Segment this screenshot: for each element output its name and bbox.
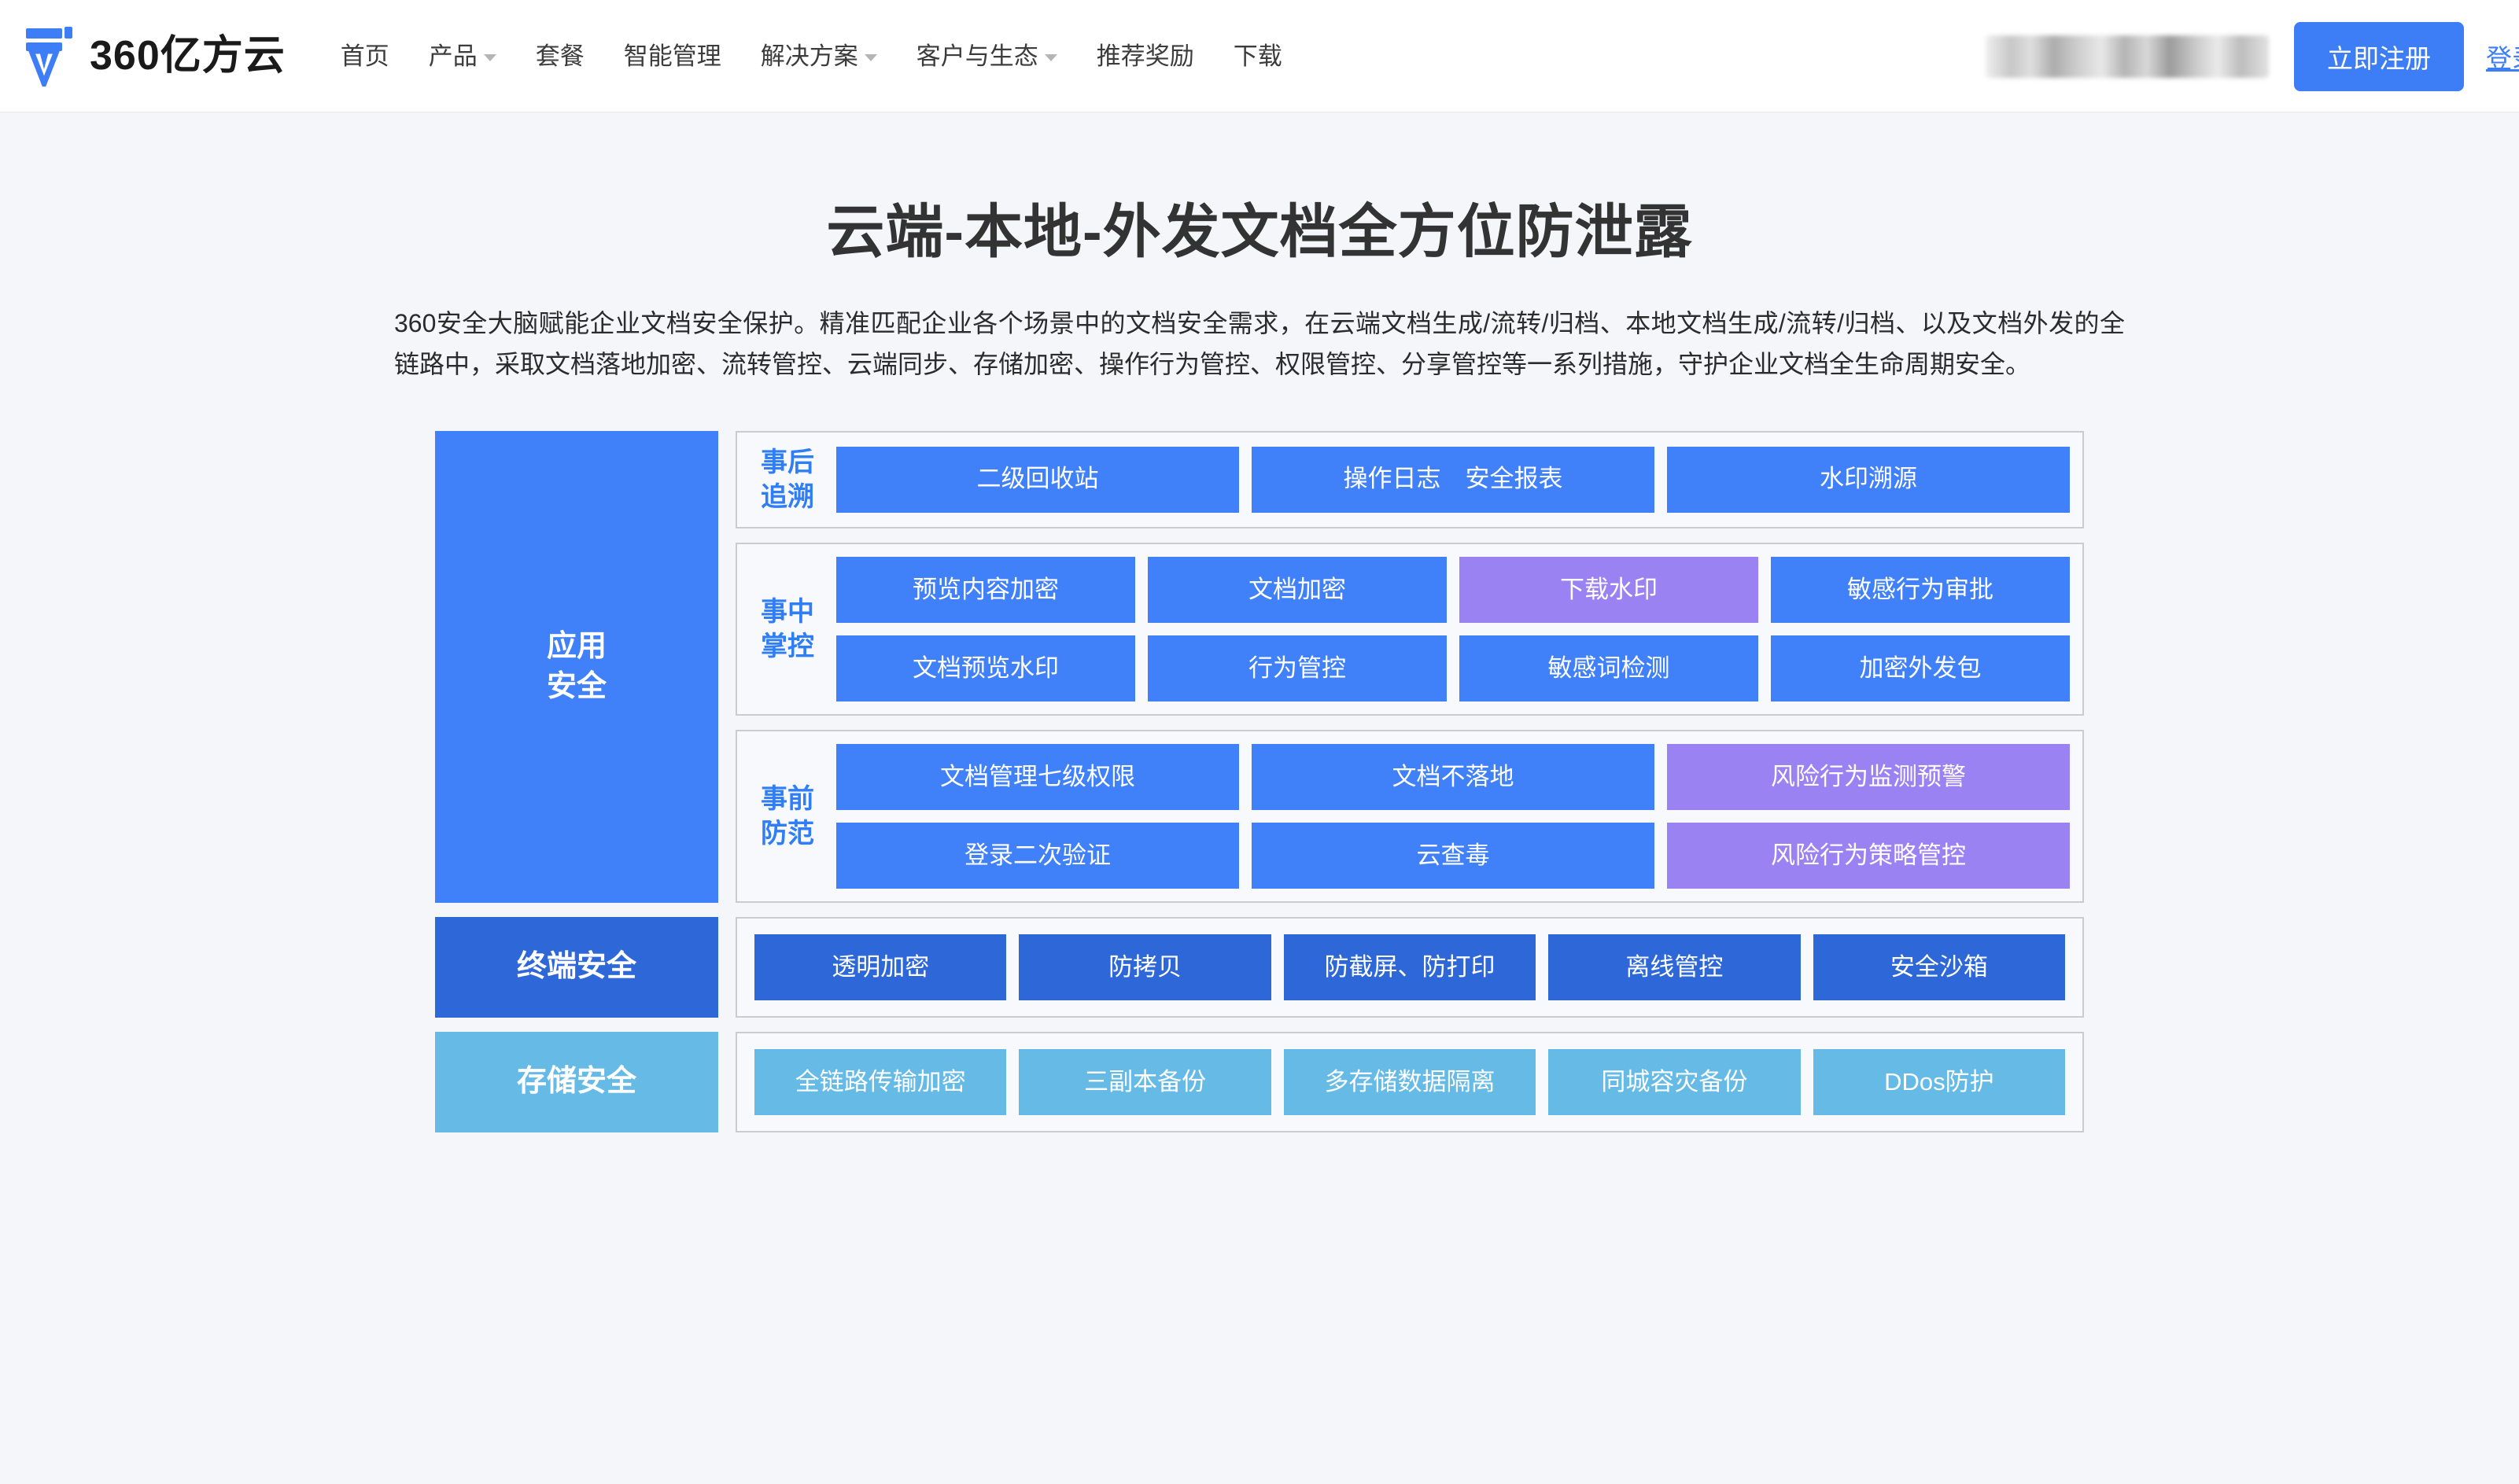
- nav-item-home[interactable]: 首页: [341, 44, 389, 68]
- chip-anti-copy[interactable]: 防拷贝: [1019, 934, 1271, 1001]
- chip-anti-screenshot-anti-print[interactable]: 防截屏、防打印: [1283, 934, 1536, 1001]
- chevron-down-icon: [483, 53, 496, 61]
- brand-logo-icon: [26, 27, 72, 87]
- side-label-application-security: 应用 安全: [435, 430, 718, 904]
- chip-document-seven-level-permission[interactable]: 文档管理七级权限: [836, 744, 1239, 811]
- phase-line2: 防范: [761, 819, 814, 849]
- phase-line1: 事前: [761, 783, 814, 814]
- panel-storage-security: 全链路传输加密 三副本备份 多存储数据隔离 同城容灾备份 DDos防护: [736, 1032, 2084, 1133]
- nav-item-products[interactable]: 产品: [429, 44, 496, 68]
- panel-pre-incident-prevention: 事前 防范 文档管理七级权限 文档不落地 风险行为监测预警 登录二次验证 云查毒…: [736, 730, 2084, 904]
- chip-download-watermark[interactable]: 下载水印: [1459, 557, 1758, 624]
- chip-multi-storage-data-isolation[interactable]: 多存储数据隔离: [1283, 1049, 1536, 1116]
- chip-secondary-recycle-bin[interactable]: 二级回收站: [836, 446, 1239, 513]
- chip-sensitive-behavior-approval[interactable]: 敏感行为审批: [1771, 557, 2070, 624]
- chip-operation-log-security-report[interactable]: 操作日志 安全报表: [1252, 446, 1654, 513]
- chip-row: 文档预览水印 行为管控 敏感词检测 加密外发包: [836, 635, 2070, 702]
- nav-item-customers-ecosystem[interactable]: 客户与生态: [917, 44, 1057, 68]
- brand-name: 360亿方云: [90, 33, 286, 79]
- side-label-storage-security: 存储安全: [435, 1032, 718, 1133]
- chip-row: 预览内容加密 文档加密 下载水印 敏感行为审批: [836, 557, 2070, 624]
- chip-full-link-transport-encryption[interactable]: 全链路传输加密: [754, 1049, 1007, 1116]
- nav-item-download[interactable]: 下载: [1234, 44, 1282, 68]
- nav-label: 推荐奖励: [1096, 42, 1194, 70]
- nav-item-packages[interactable]: 套餐: [536, 44, 585, 68]
- nav-label: 套餐: [535, 42, 585, 70]
- chip-offline-control[interactable]: 离线管控: [1548, 934, 1801, 1001]
- chip-ddos-protection[interactable]: DDos防护: [1813, 1049, 2066, 1116]
- chip-risk-behavior-policy-control[interactable]: 风险行为策略管控: [1667, 823, 2070, 889]
- redacted-account-area: [1986, 35, 2269, 78]
- side-label-terminal-security: 终端安全: [435, 917, 718, 1018]
- chip-document-preview-watermark[interactable]: 文档预览水印: [836, 635, 1135, 702]
- chip-cloud-antivirus[interactable]: 云查毒: [1252, 823, 1654, 889]
- diagram-row-application-security: 应用 安全 事后 追溯 二级回收站 操作日志 安全报表 水印溯源: [435, 430, 2084, 904]
- chip-encrypted-outbound-package[interactable]: 加密外发包: [1771, 635, 2070, 702]
- chip-row: 登录二次验证 云查毒 风险行为策略管控: [836, 823, 2070, 889]
- chip-preview-content-encryption[interactable]: 预览内容加密: [836, 557, 1135, 624]
- chip-security-sandbox[interactable]: 安全沙箱: [1813, 934, 2066, 1001]
- phase-line2: 掌控: [761, 632, 814, 662]
- nav-right-actions: 立即注册 登录: [1986, 0, 2519, 112]
- chip-document-encryption[interactable]: 文档加密: [1148, 557, 1447, 624]
- panel-terminal-security: 透明加密 防拷贝 防截屏、防打印 离线管控 安全沙箱: [736, 917, 2084, 1018]
- nav-label: 智能管理: [623, 42, 721, 70]
- nav-label: 解决方案: [760, 42, 858, 70]
- top-navbar: 360亿方云 首页 产品 套餐 智能管理 解决方案 客户与生态 推荐奖励 下载: [0, 0, 2519, 112]
- terminal-security-panels: 透明加密 防拷贝 防截屏、防打印 离线管控 安全沙箱: [736, 917, 2084, 1018]
- brand-logo[interactable]: 360亿方云: [24, 25, 286, 87]
- login-link[interactable]: 登录: [2486, 43, 2519, 73]
- phase-label-post-incident-tracing: 事后 追溯: [750, 445, 825, 514]
- panel-in-process-control: 事中 掌控 预览内容加密 文档加密 下载水印 敏感行为审批 文档预览水印 行为管…: [736, 543, 2084, 716]
- nav-label: 首页: [340, 42, 389, 70]
- nav-label: 客户与生态: [916, 42, 1038, 70]
- chip-triple-replica-backup[interactable]: 三副本备份: [1019, 1049, 1271, 1116]
- chip-sensitive-word-detection[interactable]: 敏感词检测: [1459, 635, 1758, 702]
- chip-login-two-factor-verification[interactable]: 登录二次验证: [836, 823, 1239, 889]
- storage-security-panels: 全链路传输加密 三副本备份 多存储数据隔离 同城容灾备份 DDos防护: [736, 1032, 2084, 1133]
- chevron-down-icon: [1044, 53, 1057, 61]
- phase-line1: 事中: [761, 596, 814, 627]
- chevron-down-icon: [864, 53, 877, 61]
- page-description: 360安全大脑赋能企业文档安全保护。精准匹配企业各个场景中的文档安全需求，在云端…: [394, 309, 2125, 378]
- nav-label: 产品: [428, 42, 478, 70]
- chip-transparent-encryption[interactable]: 透明加密: [754, 934, 1007, 1001]
- phase-grid: 文档管理七级权限 文档不落地 风险行为监测预警 登录二次验证 云查毒 风险行为策…: [836, 744, 2070, 889]
- chip-behavior-control[interactable]: 行为管控: [1148, 635, 1447, 702]
- phase-label-pre-incident-prevention: 事前 防范: [750, 782, 825, 851]
- chip-document-no-local-landing[interactable]: 文档不落地: [1252, 744, 1654, 811]
- chip-row: 透明加密 防拷贝 防截屏、防打印 离线管控 安全沙箱: [754, 934, 2066, 1001]
- diagram-row-storage-security: 存储安全 全链路传输加密 三副本备份 多存储数据隔离 同城容灾备份 DDos防护: [435, 1032, 2084, 1133]
- phase-line2: 追溯: [761, 481, 814, 512]
- side-label-line2: 安全: [546, 669, 607, 703]
- security-architecture-diagram: 应用 安全 事后 追溯 二级回收站 操作日志 安全报表 水印溯源: [435, 430, 2084, 1133]
- phase-grid: 预览内容加密 文档加密 下载水印 敏感行为审批 文档预览水印 行为管控 敏感词检…: [836, 557, 2070, 702]
- chip-risk-behavior-monitoring-alert[interactable]: 风险行为监测预警: [1667, 744, 2070, 811]
- register-button[interactable]: 立即注册: [2294, 21, 2464, 91]
- main-nav: 首页 产品 套餐 智能管理 解决方案 客户与生态 推荐奖励 下载: [341, 44, 1282, 68]
- page-title: 云端-本地-外发文档全方位防泄露: [826, 199, 1693, 264]
- phase-line1: 事后: [761, 447, 814, 477]
- phase-label-in-process-control: 事中 掌控: [750, 595, 825, 664]
- chip-same-city-disaster-backup[interactable]: 同城容灾备份: [1548, 1049, 1801, 1116]
- diagram-row-terminal-security: 终端安全 透明加密 防拷贝 防截屏、防打印 离线管控 安全沙箱: [435, 917, 2084, 1018]
- application-security-panels: 事后 追溯 二级回收站 操作日志 安全报表 水印溯源 事中: [736, 430, 2084, 904]
- nav-item-solutions[interactable]: 解决方案: [761, 44, 877, 68]
- chip-row: 文档管理七级权限 文档不落地 风险行为监测预警: [836, 744, 2070, 811]
- side-label-line1: 应用: [546, 629, 607, 663]
- chip-row: 全链路传输加密 三副本备份 多存储数据隔离 同城容灾备份 DDos防护: [754, 1049, 2066, 1116]
- nav-label: 下载: [1233, 42, 1282, 70]
- phase-grid: 二级回收站 操作日志 安全报表 水印溯源: [836, 446, 2070, 513]
- panel-post-incident-tracing: 事后 追溯 二级回收站 操作日志 安全报表 水印溯源: [736, 430, 2084, 529]
- chip-watermark-tracing[interactable]: 水印溯源: [1667, 446, 2070, 513]
- nav-item-smart-management[interactable]: 智能管理: [624, 44, 721, 68]
- page-content: 云端-本地-外发文档全方位防泄露 360安全大脑赋能企业文档安全保护。精准匹配企…: [0, 185, 2519, 1133]
- nav-item-referral-rewards[interactable]: 推荐奖励: [1097, 44, 1194, 68]
- chip-row: 二级回收站 操作日志 安全报表 水印溯源: [836, 446, 2070, 513]
